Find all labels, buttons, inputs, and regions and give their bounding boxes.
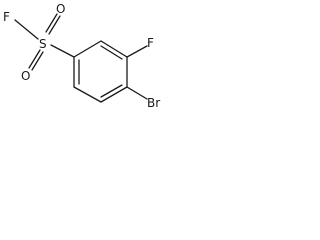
atom-bromine: Br: [147, 96, 160, 110]
bond-s-ring: [50, 44, 75, 58]
bond-f-s: [14, 19, 39, 40]
chemical-structure: F S O O F Br: [3, 2, 160, 110]
ring-bond-c4-c5: [100, 86, 128, 103]
atom-oxygen-top: O: [56, 2, 65, 16]
bond-s-o-top-2: [48, 15, 61, 35]
bond-s-o-top-1: [45, 13, 58, 33]
atom-oxygen-bottom: O: [21, 69, 30, 83]
ring-inner-c4-c5: [100, 84, 123, 98]
atom-sulfur: S: [39, 37, 47, 51]
atom-fluorine-ring: F: [147, 36, 154, 50]
bond-ring-br: [126, 86, 148, 100]
bond-lines: [14, 13, 148, 103]
bond-ring-f: [126, 45, 148, 58]
bond-s-o-bottom-2: [31, 51, 44, 71]
ring-inner-c2-c3: [100, 45, 123, 60]
atom-labels: F S O O F Br: [3, 2, 160, 110]
ring-bond-c5-c6: [73, 86, 102, 103]
bond-s-o-bottom-1: [28, 49, 41, 69]
ring-bond-c1-c2: [73, 40, 102, 58]
atom-f-sulfonyl: F: [3, 10, 10, 24]
ring-bond-c2-c3: [100, 40, 128, 58]
